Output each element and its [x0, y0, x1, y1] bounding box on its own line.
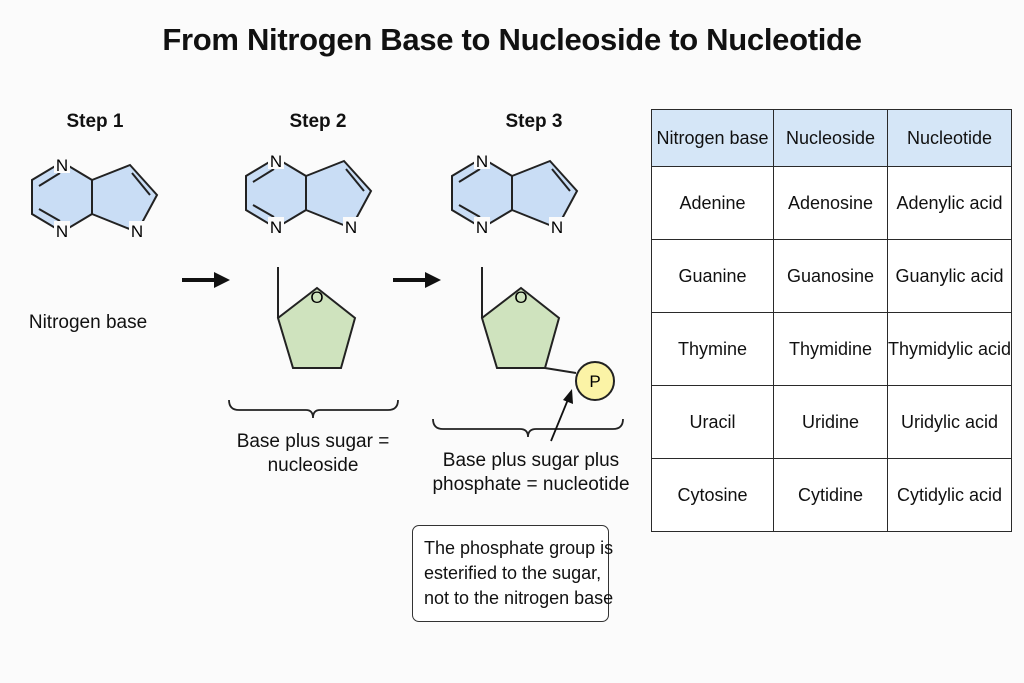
nitrogen-atom-label: N	[270, 218, 282, 237]
step-2-caption: Base plus sugar = nucleoside	[237, 430, 390, 478]
note-pointer-arrow	[550, 389, 573, 442]
table-row: Guanine Guanosine Guanylic acid	[651, 239, 1013, 313]
table-cell: Guanine	[651, 239, 774, 313]
phosphate-label: P	[589, 372, 600, 391]
step-3-caption-line-2: phosphate = nucleotide	[432, 474, 630, 495]
header-nucleoside: Nucleoside	[773, 109, 888, 167]
step-1-nitrogen-base: N N N	[31, 155, 159, 241]
table-row: Uracil Uridine Uridylic acid	[651, 385, 1013, 459]
nitrogen-atom-label: N	[270, 152, 282, 171]
double-bond	[38, 172, 61, 187]
step-2-nucleoside: N N N	[245, 151, 373, 237]
step-3-label: Step 3	[505, 111, 563, 132]
step-3-caption-line-1: Base plus sugar plus	[442, 450, 620, 471]
step-2-label: Step 2	[289, 111, 347, 132]
table-cell: Adenine	[651, 166, 774, 240]
imidazole-ring	[305, 159, 373, 230]
brace-step-3	[432, 418, 624, 438]
nitrogen-atom-label: N	[476, 152, 488, 171]
phosphate-bond	[544, 367, 577, 374]
double-bond	[551, 168, 571, 192]
step-1-label: Step 1	[66, 111, 124, 132]
phosphate-group	[575, 361, 615, 401]
page-title: From Nitrogen Base to Nucleoside to Nucl…	[162, 22, 862, 57]
atom-label-backdrop	[474, 151, 490, 169]
atom-label-backdrop	[268, 217, 284, 235]
step-2-caption-line-2: nucleoside	[267, 455, 359, 476]
sugar-ring-step-3	[480, 286, 561, 369]
imidazole-ring	[511, 159, 579, 230]
double-bond	[252, 204, 275, 218]
brace-step-2	[228, 399, 399, 419]
sugar-oxygen-label-step-2: O	[310, 288, 323, 307]
atom-label-backdrop	[54, 155, 70, 173]
nitrogen-atom-label: N	[551, 218, 563, 237]
step-3-nucleotide: N N N	[451, 151, 579, 237]
table-header-row: Nitrogen base Nucleoside Nucleotide	[651, 109, 1013, 167]
nitrogen-atom-label: N	[476, 218, 488, 237]
table-cell: Cytidylic acid	[886, 458, 1013, 532]
table-row: Cytosine Cytidine Cytidylic acid	[651, 458, 1013, 532]
table-cell: Adenylic acid	[886, 166, 1013, 240]
table-cell: Thymidylic acid	[886, 312, 1013, 386]
double-bond	[131, 172, 151, 196]
step-1-caption-line-1: Nitrogen base	[28, 312, 148, 333]
table-cell: Uracil	[651, 385, 774, 459]
step-arrow-1-to-2	[182, 272, 230, 288]
double-bond	[458, 168, 481, 183]
note-line-2: esterified to the sugar,	[424, 563, 602, 583]
step-3-caption: Base plus sugar plus phosphate = nucleot…	[432, 449, 629, 497]
note-line-3: not to the nitrogen base	[424, 588, 614, 608]
nitrogen-atom-label: N	[131, 222, 143, 241]
nitrogen-atom-label: N	[345, 218, 357, 237]
table-cell: Cytosine	[651, 458, 774, 532]
atom-label-backdrop	[129, 221, 145, 239]
table-cell: Uridylic acid	[886, 385, 1013, 459]
nitrogen-atom-label: N	[56, 156, 68, 175]
double-bond	[345, 168, 365, 192]
double-bond	[252, 168, 275, 183]
table-cell: Thymidine	[773, 312, 888, 386]
note-line-1: The phosphate group is	[424, 538, 614, 558]
atom-label-backdrop	[549, 217, 565, 235]
step-1-caption: Nitrogen base	[29, 311, 147, 335]
double-bond	[458, 204, 481, 218]
atom-label-backdrop	[343, 217, 359, 235]
table-cell: Guanosine	[773, 239, 888, 313]
header-nitrogen-base: Nitrogen base	[651, 109, 774, 167]
sugar-ring-step-2	[276, 286, 357, 369]
step-arrow-2-to-3	[393, 272, 441, 288]
sugar-oxygen-label-step-3: O	[514, 288, 527, 307]
nucleotide-table: Nitrogen base Nucleoside Nucleotide Aden…	[651, 109, 1013, 532]
imidazole-ring	[91, 163, 159, 234]
table-row: Thymine Thymidine Thymidylic acid	[651, 312, 1013, 386]
table-cell: Adenosine	[773, 166, 888, 240]
table-row: Adenine Adenosine Adenylic acid	[651, 166, 1013, 240]
header-nucleotide: Nucleotide	[886, 109, 1013, 167]
phosphate-note-box: The phosphate group is esterified to the…	[412, 525, 614, 622]
step-2-caption-line-1: Base plus sugar =	[236, 431, 390, 452]
atom-label-backdrop	[474, 217, 490, 235]
nitrogen-atom-label: N	[56, 222, 68, 241]
atom-label-backdrop	[54, 221, 70, 239]
table-cell: Thymine	[651, 312, 774, 386]
table-cell: Guanylic acid	[886, 239, 1013, 313]
double-bond	[38, 208, 61, 222]
table-cell: Uridine	[773, 385, 888, 459]
atom-label-backdrop	[268, 151, 284, 169]
table-cell: Cytidine	[773, 458, 888, 532]
